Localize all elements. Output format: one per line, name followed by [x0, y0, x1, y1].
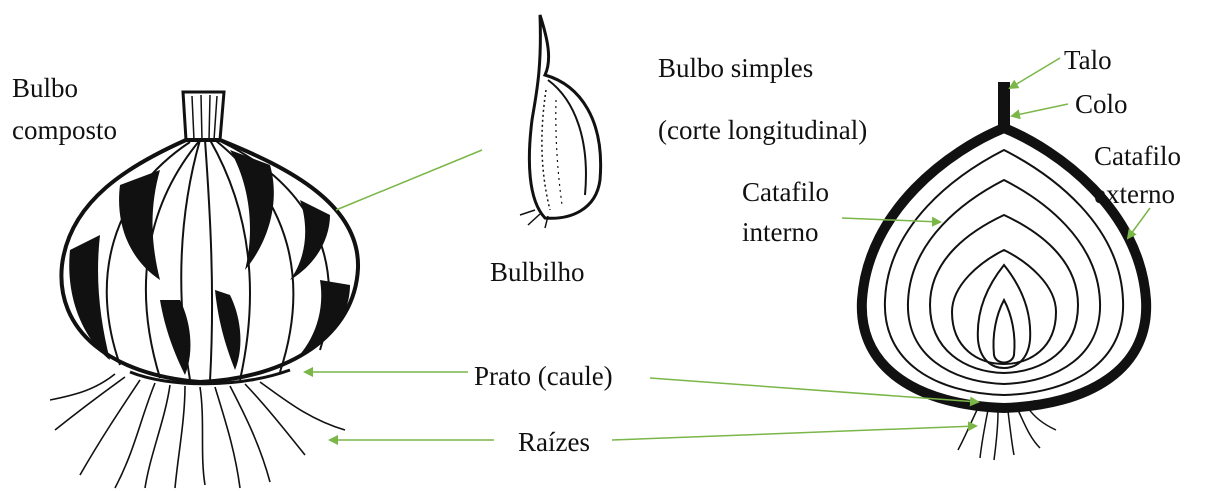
label-catafilo-interno-line2: interno	[742, 217, 819, 247]
arrow-catafilo-externo	[1126, 207, 1151, 240]
label-catafilo-interno-line1: Catafilo	[742, 177, 829, 207]
label-prato-caule: Prato (caule)	[474, 361, 613, 391]
arrow-catafilo-interno	[841, 216, 942, 227]
label-bulbo-composto-line2: composto	[12, 115, 117, 145]
label-talo: Talo	[1064, 45, 1112, 75]
clove-drawing	[519, 14, 603, 229]
leader-line-bulbilho	[335, 149, 483, 211]
arrow-raizes-onion	[611, 421, 978, 441]
label-bulbo-composto-line1: Bulbo	[12, 73, 79, 103]
label-catafilo-externo-line1: Catafilo	[1094, 141, 1181, 171]
garlic-bulb-drawing	[49, 90, 361, 489]
label-bulbo-simples: Bulbo simples	[658, 53, 814, 83]
label-colo: Colo	[1075, 89, 1128, 119]
label-catafilo-externo-line2: externo	[1094, 179, 1175, 209]
arrow-colo	[1010, 103, 1069, 120]
arrow-talo	[1008, 57, 1061, 90]
label-bulbilho: Bulbilho	[490, 257, 585, 287]
label-raizes: Raízes	[518, 427, 590, 457]
onion-section-drawing	[856, 82, 1152, 461]
label-corte-longitudinal: (corte longitudinal)	[658, 115, 868, 145]
arrow-prato-onion	[649, 377, 980, 407]
